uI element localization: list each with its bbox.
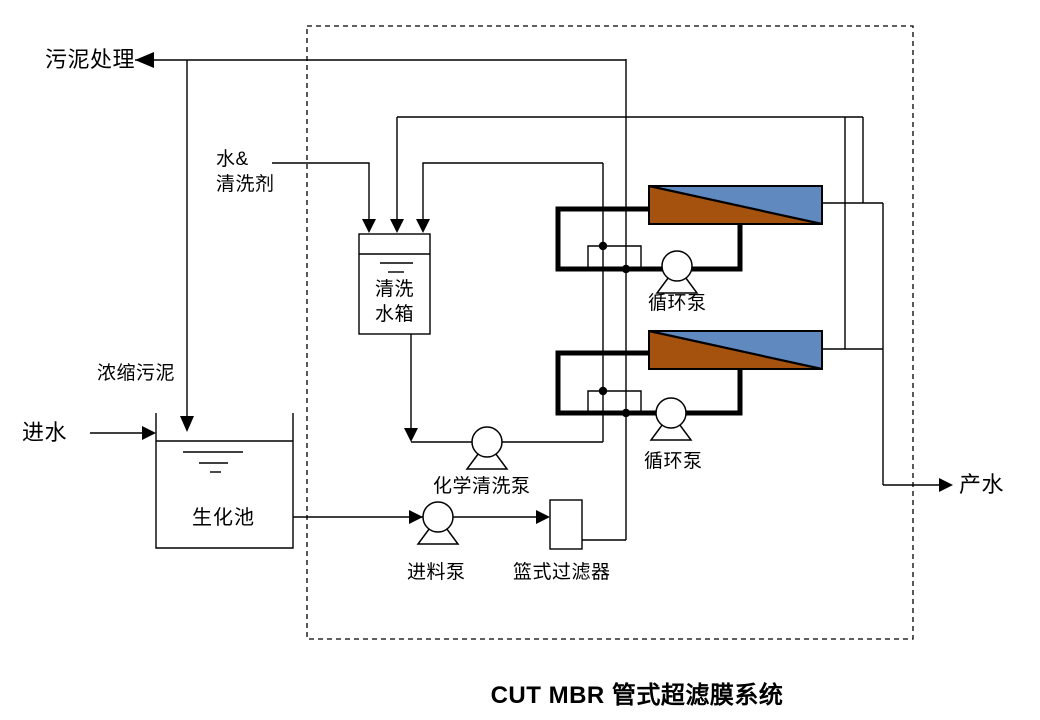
circulation-pump-bottom-label: 循环泵 bbox=[644, 451, 703, 472]
sludge-treatment-label: 污泥处理 bbox=[45, 47, 136, 72]
circulation-pump-top-label: 循环泵 bbox=[648, 293, 707, 314]
product-water-label: 产水 bbox=[959, 472, 1005, 497]
water-cleaner-supply-line bbox=[272, 162, 370, 219]
membrane2-outline bbox=[648, 330, 823, 370]
bio-tank-label: 生化池 bbox=[192, 507, 255, 529]
influent-label: 进水 bbox=[22, 420, 68, 445]
chemical-cleaning-pump-label: 化学清洗泵 bbox=[433, 476, 531, 497]
membrane2-diagonal bbox=[648, 329, 823, 371]
cleaning-tank-label: 清洗 水箱 bbox=[359, 277, 430, 327]
bio-tank-walls bbox=[155, 413, 294, 549]
junction-dot bbox=[621, 264, 631, 274]
junction-dot bbox=[621, 408, 631, 418]
membrane1-diagonal bbox=[648, 184, 823, 226]
arrow-into-cleaning-tank-left bbox=[362, 219, 376, 233]
basket-filter-box bbox=[549, 499, 583, 550]
junction-dot bbox=[598, 241, 608, 251]
diagram-title: CUT MBR 管式超滤膜系统 bbox=[490, 682, 784, 709]
system-boundary-box bbox=[306, 25, 914, 640]
cleaning-tank-body bbox=[358, 233, 431, 335]
arrow-to-sludge-treatment bbox=[135, 52, 154, 68]
basket-filter-label: 篮式过滤器 bbox=[513, 562, 611, 583]
membrane-module-2 bbox=[648, 329, 823, 371]
arrow-influent bbox=[142, 426, 156, 440]
cleaning-water-tank bbox=[358, 233, 431, 335]
water-cleaner-label-line1: 水& bbox=[216, 149, 249, 170]
arrow-into-feed-pump bbox=[409, 510, 423, 524]
arrow-into-bio-tank bbox=[180, 416, 194, 432]
circulation-pump-top-icon bbox=[655, 250, 699, 294]
arrow-product-water bbox=[939, 478, 953, 492]
arrow-into-cleaning-tank-right bbox=[416, 219, 430, 233]
membrane1-outline bbox=[648, 185, 823, 225]
junction-box-bottom bbox=[587, 390, 642, 413]
water-cleaner-label-line2: 清洗剂 bbox=[216, 174, 275, 195]
arrow-chemical-line bbox=[404, 428, 418, 442]
membrane-module-1 bbox=[648, 184, 823, 226]
circulation-pump-bottom-icon bbox=[649, 397, 693, 441]
circulation-loop-top bbox=[555, 206, 743, 272]
cleaning-return-line bbox=[422, 162, 603, 219]
arrow-into-cleaning-tank-center bbox=[390, 219, 404, 233]
junction-box-top bbox=[587, 245, 642, 269]
arrow-into-basket-filter bbox=[536, 510, 550, 524]
bio-tank bbox=[155, 413, 294, 549]
feed-pump-icon bbox=[416, 501, 460, 545]
circulation-loop-bottom bbox=[555, 350, 743, 416]
junction-dot bbox=[598, 386, 608, 396]
water-level-icon bbox=[380, 262, 413, 273]
concentrated-sludge-label: 浓缩污泥 bbox=[97, 363, 176, 384]
chemical-cleaning-pump-icon bbox=[465, 426, 509, 470]
water-level-icon bbox=[183, 451, 243, 473]
cleaning-tank-label-line1: 清洗 bbox=[374, 279, 414, 300]
cleaning-tank-label-line2: 水箱 bbox=[374, 304, 414, 325]
feed-pump-label: 进料泵 bbox=[407, 562, 466, 583]
